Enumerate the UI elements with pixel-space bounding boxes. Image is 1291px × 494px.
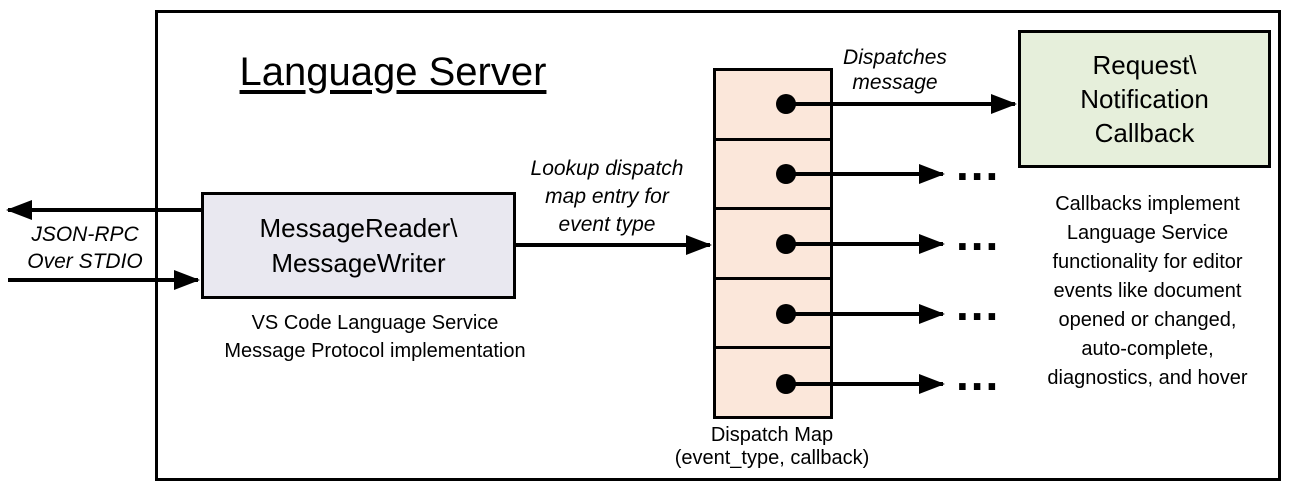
lookup-dispatch-label: Lookup dispatch map entry for event type [530,157,684,236]
dispatch-map [713,68,833,419]
io-protocol-label: JSON-RPC Over STDIO [27,223,143,273]
dispatch-map-cell [716,141,830,211]
reader-caption: VS Code Language Service Message Protoco… [224,312,526,362]
diagram-title: Language Server [239,50,547,94]
request-notification-callback-box: Request\ Notification Callback [1018,30,1271,168]
dispatch-map-cell [716,210,830,280]
dispatch-map-cell [716,349,830,416]
dispatch-map-cell [716,71,830,141]
message-reader-writer-box: MessageReader\ MessageWriter [201,192,516,299]
dispatch-map-caption: Dispatch Map (event_type, callback) [674,424,870,469]
request-notification-callback-label: Request\ Notification Callback [1080,50,1209,148]
callback-caption: Callbacks implement Language Service fun… [1047,193,1248,389]
dispatch-map-cell [716,280,830,350]
dispatches-message-label: Dispatches message [843,46,947,94]
message-reader-writer-label: MessageReader\ MessageWriter [259,212,458,278]
